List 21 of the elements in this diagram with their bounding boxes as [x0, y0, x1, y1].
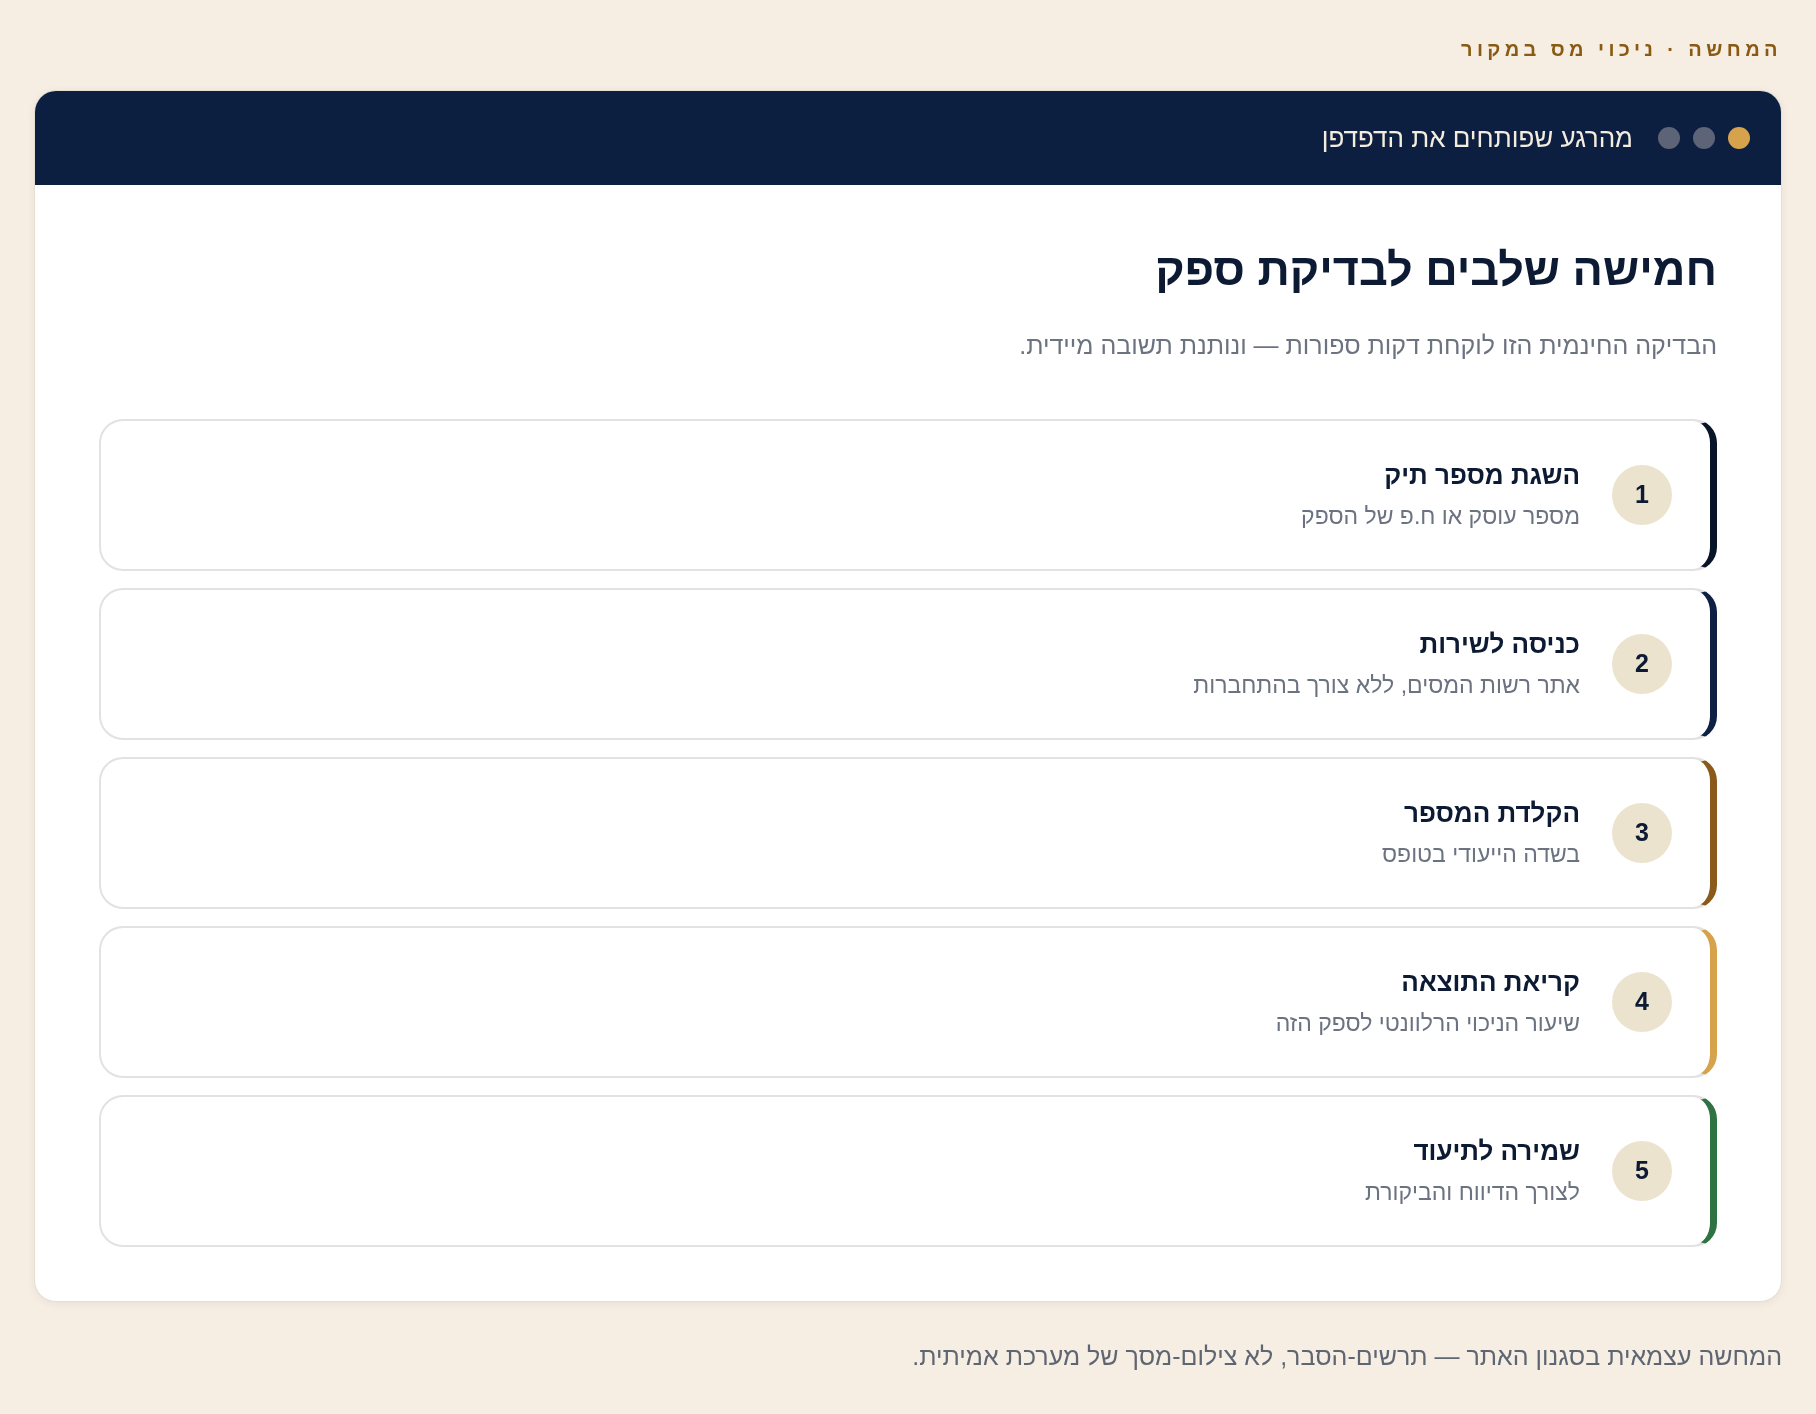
heading: חמישה שלבים לבדיקת ספק: [1154, 243, 1717, 297]
step-description: בשדה הייעודי בטופס: [1382, 840, 1580, 869]
step-description: לצורך הדיווח והביקורת: [1364, 1178, 1580, 1207]
step-description: שיעור הניכוי הרלוונטי לספק הזה: [1275, 1009, 1580, 1038]
step-card: [99, 757, 1717, 909]
footnote: המחשה עצמאית בסגנון האתר — תרשים-הסבר, לא צילום-מסך של מערכת אמיתית.: [912, 1341, 1782, 1372]
step-card: [99, 926, 1717, 1078]
step-card: [99, 419, 1717, 571]
step-title: כניסה לשירות: [1418, 628, 1580, 660]
step-title: קריאת התוצאה: [1400, 966, 1580, 998]
step-card: [99, 1095, 1717, 1247]
step-title: השגת מספר תיק: [1383, 459, 1580, 491]
step-description: מספר עוסק או ח.פ של הספק: [1301, 502, 1580, 531]
step-title: שמירה לתיעוד: [1412, 1135, 1580, 1167]
step-card: [99, 588, 1717, 740]
browser-window-panel: [34, 90, 1782, 1302]
window-title: מהרגע שפותחים את הדפדפן: [1321, 121, 1633, 155]
step-title: הקלדת המספר: [1403, 797, 1580, 829]
eyebrow-label: המחשה · ניכוי מס במקור: [1461, 37, 1782, 62]
subtitle: הבדיקה החינמית הזו לוקחת דקות ספורות — ונותנת תשובה מיידית.: [1018, 330, 1717, 361]
step-description: אתר רשות המסים, ללא צורך בהתחברות: [1193, 671, 1580, 700]
